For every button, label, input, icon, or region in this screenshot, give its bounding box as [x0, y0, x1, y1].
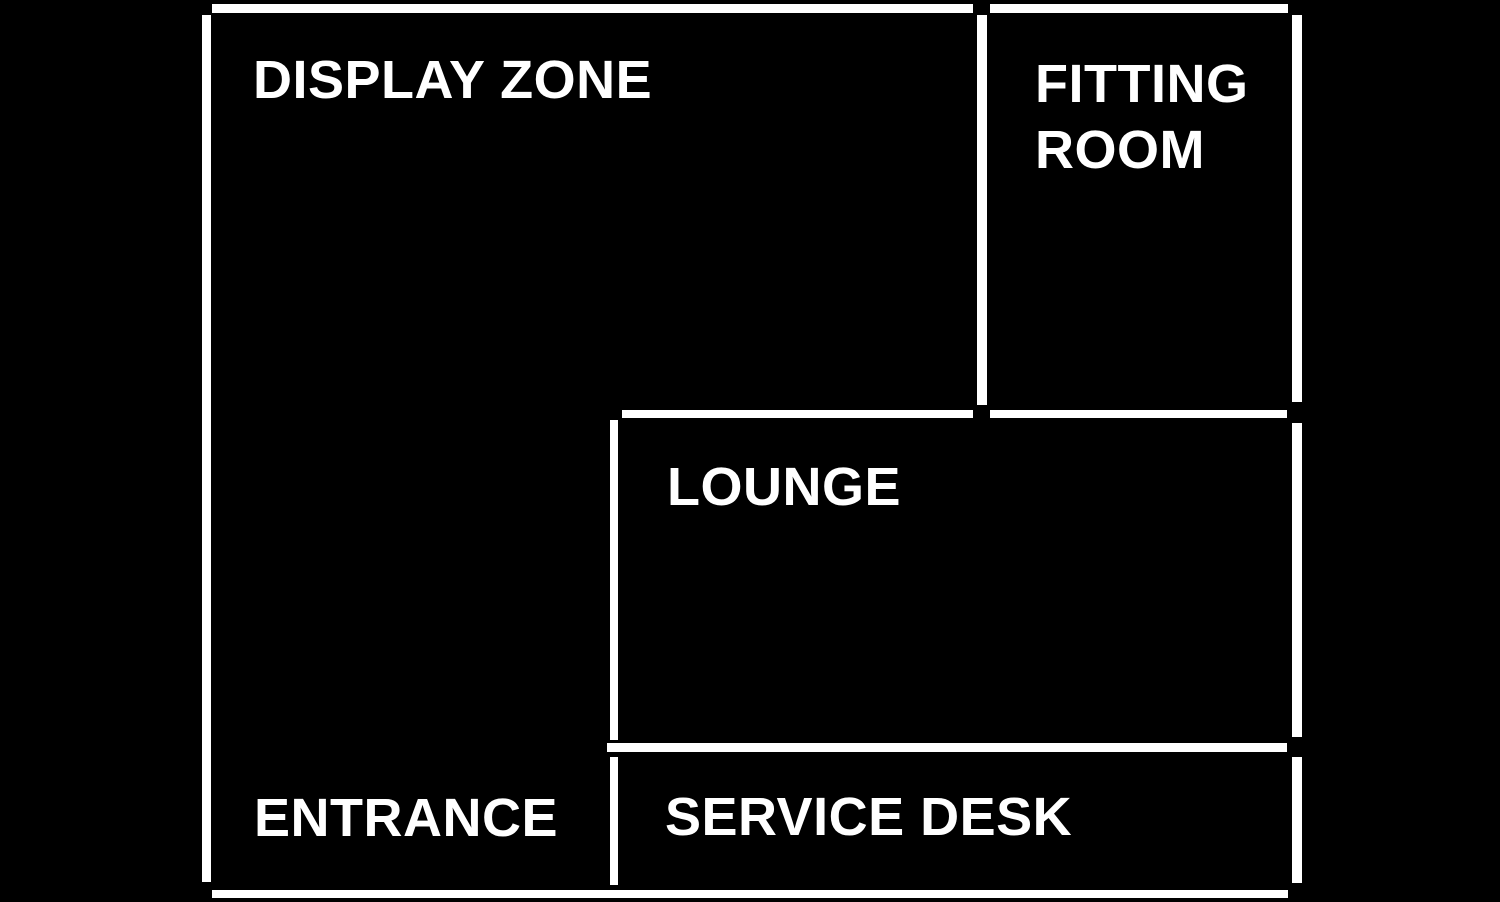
room-label-lounge: LOUNGE: [667, 457, 902, 517]
room-lounge: LOUNGE: [618, 418, 1292, 743]
room-entrance: ENTRANCE: [211, 418, 610, 890]
room-display-zone: DISPLAY ZONE: [211, 13, 977, 410]
room-fitting-room: FITTING ROOM: [987, 13, 1292, 410]
room-service-desk: SERVICE DESK: [618, 752, 1292, 890]
wall-service-desk-top: [607, 743, 1287, 752]
wall-top-display-zone: [212, 4, 973, 13]
room-label-service-desk: SERVICE DESK: [665, 787, 1073, 847]
wall-outer-right-upper: [1292, 15, 1302, 402]
wall-outer-left: [202, 15, 211, 882]
room-label-entrance: ENTRANCE: [254, 788, 559, 848]
wall-outer-right-lower: [1292, 757, 1302, 883]
room-label-fitting-room: FITTING ROOM: [1035, 54, 1249, 180]
wall-divider-display-fitting: [977, 15, 987, 405]
wall-fitting-room-bottom: [990, 410, 1287, 418]
wall-lounge-top: [622, 410, 973, 418]
wall-lounge-left: [610, 420, 618, 740]
wall-outer-right-middle: [1292, 423, 1302, 737]
wall-outer-bottom: [212, 890, 1288, 898]
room-label-display-zone: DISPLAY ZONE: [253, 50, 653, 110]
wall-entrance-service-divider: [610, 757, 618, 885]
wall-top-fitting-room: [990, 4, 1288, 13]
